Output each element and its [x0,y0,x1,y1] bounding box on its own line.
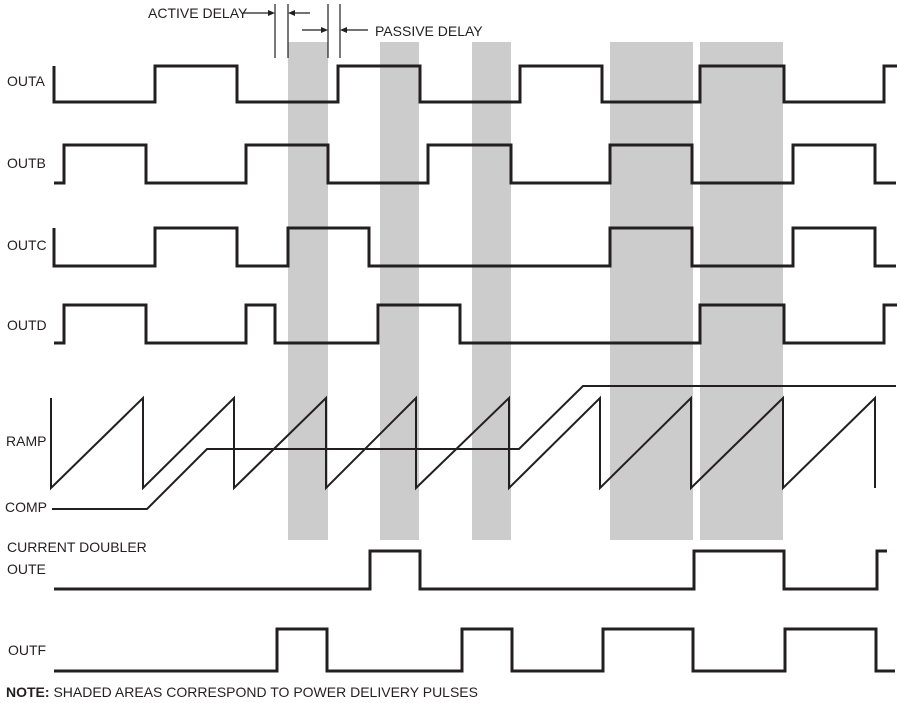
outb-waveform [54,143,896,185]
outa-waveform [52,64,897,104]
oute-waveform [54,549,887,591]
arrowhead-left-icon [288,10,295,16]
note-label: NOTE: [6,684,50,700]
active-delay-label: ACTIVE DELAY [148,5,248,21]
passive-delay-label: PASSIVE DELAY [375,23,483,39]
power-delivery-shading [288,42,783,540]
ramp-label: RAMP [6,433,46,449]
comp-waveform [52,385,896,510]
outc-waveform [52,226,896,268]
outf-label: OUTF [8,642,46,658]
outd-waveform [54,303,897,345]
outc-label: OUTC [7,237,47,253]
oute-label: OUTE [7,561,46,577]
delay-arrowheads [268,10,347,33]
comp-label: COMP [5,499,47,515]
shaded-pulse-4 [610,42,693,540]
ramp-and-comp [50,385,896,510]
outa-label: OUTA [7,73,46,89]
outd-label: OUTD [7,317,47,333]
ramp-waveform [50,395,876,491]
shaded-pulse-2 [380,42,419,540]
note: NOTE: SHADED AREAS CORRESPOND TO POWER D… [6,684,478,700]
note-text: SHADED AREAS CORRESPOND TO POWER DELIVER… [49,684,478,700]
arrowhead-right-icon [268,10,275,16]
shaded-pulse-3 [472,42,511,540]
arrowhead-right-icon [321,27,328,33]
shaded-pulse-1 [288,42,328,540]
shaded-pulse-5 [700,42,783,540]
outb-label: OUTB [7,155,46,171]
arrowhead-left-icon [340,27,347,33]
current-doubler-label: CURRENT DOUBLER [7,539,147,555]
outf-waveform [54,627,895,673]
waveforms [52,64,897,673]
